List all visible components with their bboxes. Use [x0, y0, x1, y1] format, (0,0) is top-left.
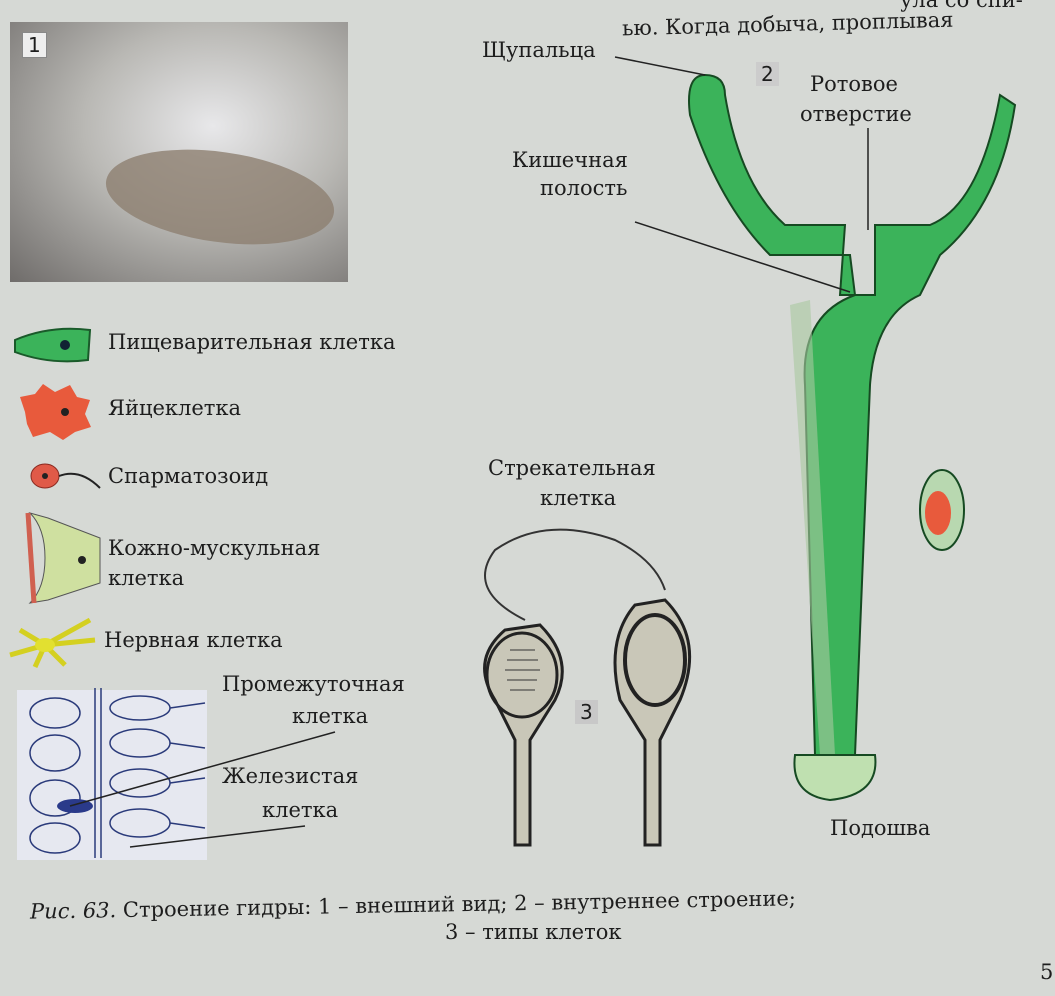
label-intermediate-cell: Промежуточная [222, 672, 405, 696]
body-text-line-1: ула со спи- [900, 0, 1023, 12]
label-glandular-cell-2: клетка [262, 798, 339, 822]
sperm-cell-icon [30, 463, 101, 489]
stinging-cells-illustration [483, 528, 692, 847]
hydra-pointer-lines [614, 56, 869, 293]
tissue-illustration [17, 688, 207, 860]
label-intermediate-cell-2: клетка [292, 704, 369, 728]
figure-number: Рис. 63. [29, 898, 117, 924]
legend-nerve-cell: Нервная клетка [104, 628, 283, 652]
label-stinging-cell-2: клетка [540, 486, 617, 510]
figure-caption-line-2: 3 – типы клеток [445, 920, 622, 944]
legend-egg-cell: Яйцеклетка [108, 396, 242, 420]
skin-muscle-cell-icon [25, 512, 101, 604]
tissue-pointer-lines [69, 731, 336, 848]
hydra-photo: 1 [10, 22, 348, 282]
label-mouth: Ротовое [810, 72, 898, 96]
label-glandular-cell: Железистая [222, 764, 359, 788]
panel-number-2: 2 [756, 62, 779, 86]
label-tentacles: Щупальца [482, 38, 596, 62]
label-stinging-cell: Стрекательная [488, 456, 656, 480]
hydra-structure-illustration [688, 73, 1017, 802]
panel-number-1: 1 [22, 32, 47, 58]
legend-digestive-cell: Пищеварительная клетка [108, 330, 396, 354]
label-gut-cavity: Кишечная [512, 148, 628, 172]
egg-cell-icon [20, 384, 91, 440]
legend-skin-muscle-cell: Кожно-мускульная [108, 536, 321, 560]
page-number: 5 [1040, 960, 1054, 984]
label-gut-cavity-2: полость [540, 176, 628, 200]
legend-sperm-cell: Спарматозоид [108, 464, 269, 488]
panel-number-3: 3 [575, 700, 598, 724]
legend-skin-muscle-cell-2: клетка [108, 566, 185, 590]
label-mouth-2: отверстие [800, 102, 912, 126]
digestive-cell-icon [14, 327, 92, 363]
nerve-cell-icon [9, 617, 96, 669]
label-sole: Подошва [830, 816, 931, 840]
